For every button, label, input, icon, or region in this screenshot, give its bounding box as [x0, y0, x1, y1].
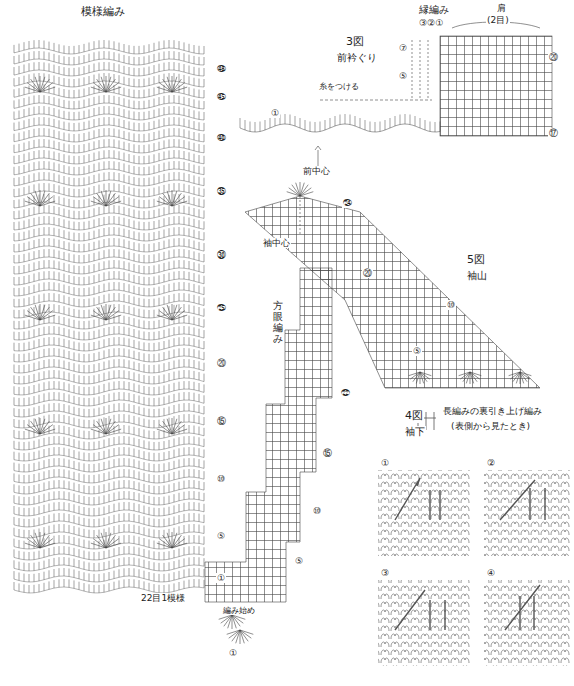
chart-label: 前中心	[302, 166, 331, 176]
chart-label: 5図	[466, 254, 486, 267]
callout-number: ④	[486, 568, 496, 578]
chart-label: 22目1模様	[140, 593, 186, 603]
callout-number: ①	[380, 458, 390, 468]
callout-number: ⑮	[322, 448, 333, 458]
callout-number: ⑮	[216, 416, 227, 426]
stitch-strokes	[14, 40, 204, 593]
chart-label: ③②①	[418, 18, 444, 28]
callout-number: ㉒	[340, 388, 351, 398]
callout-number: ⑩	[446, 300, 456, 310]
callout-number: ㉔	[342, 198, 353, 208]
chart-label: 袖山	[466, 270, 488, 282]
chart-label: 袖下	[404, 426, 426, 438]
chart-label: 前衿ぐり	[336, 52, 378, 64]
chart-label: 模様編み	[80, 6, 126, 19]
chart-label: 4図	[404, 410, 424, 423]
chart-label: (2目)	[486, 15, 510, 25]
stitch-strokes	[14, 48, 204, 593]
chart-label: 縁編み	[418, 4, 450, 16]
callout-number: ⑦	[398, 43, 408, 53]
callout-number: ⑤	[398, 71, 408, 81]
callout-number: ㉚	[216, 250, 227, 260]
callout-number: ①	[270, 108, 280, 118]
callout-number: ㊵	[216, 133, 227, 143]
callout-number: ⑳	[362, 268, 373, 278]
callout-number: ㉕	[216, 303, 227, 313]
chart-label: 糸をつける	[318, 82, 360, 91]
callout-number: ⑰	[548, 128, 559, 138]
callout-number: ①	[216, 573, 226, 583]
callout-number: ⑩	[216, 474, 226, 484]
callout-number: ②	[486, 458, 496, 468]
stitch-strokes	[240, 124, 440, 132]
pattern-chart	[14, 40, 204, 593]
underarm-chart	[205, 268, 332, 602]
callout-number: ⑩	[312, 506, 322, 516]
callout-number: ①	[228, 648, 238, 658]
chart-label: 長編みの裏引き上げ編み	[442, 406, 543, 416]
chart-label: 3図	[345, 36, 365, 49]
callout-number: ⑤	[216, 531, 226, 541]
stitch-strokes	[25, 76, 187, 548]
callout-number: ㊺	[216, 92, 227, 102]
chart-label: 肩	[496, 3, 507, 13]
neckline-chart	[315, 22, 552, 166]
stitch-illustration	[378, 412, 570, 666]
chart-label: 袖中心	[262, 238, 291, 248]
callout-number: ⑳	[216, 358, 227, 368]
callout-number: ⑤	[294, 556, 304, 566]
callout-number: ③	[380, 568, 390, 578]
callout-number: ⑤	[412, 346, 422, 356]
callout-number: ⑳	[548, 52, 559, 62]
chart-label: 編み始め	[222, 606, 256, 615]
callout-number: ㊽	[216, 64, 227, 74]
chart-label: (表側から見たとき)	[450, 421, 531, 431]
callout-number: ㉟	[216, 186, 227, 196]
chart-label: 方眼編み	[272, 300, 284, 344]
